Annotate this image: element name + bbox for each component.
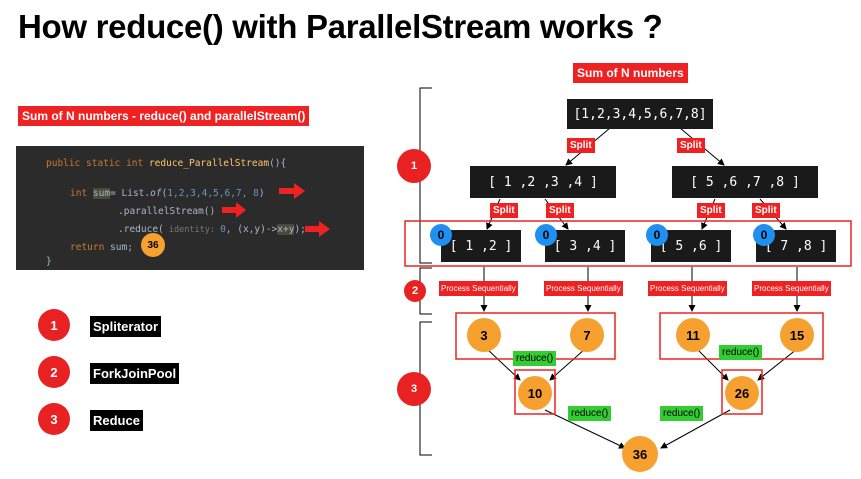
code-line-1: public static int reduce_ParallelStream(… [46, 158, 286, 169]
left-subarray-box: [ 1 ,2 ,3 ,4 ] [470, 166, 616, 198]
phase-marker-2: 2 [404, 280, 426, 302]
reduce-label: reduce() [660, 406, 704, 421]
legend-label-spliterator: Spliterator [90, 316, 162, 337]
reduce-arrow [660, 409, 731, 449]
code-arrow-icon [222, 202, 246, 218]
code-numbers: 0 [220, 224, 226, 235]
reduce-label: reduce() [568, 406, 612, 421]
split-label: Split [567, 138, 595, 153]
split-label: Split [697, 203, 725, 218]
partial-sum-node: 15 [780, 318, 814, 352]
reduce-arrow [549, 348, 586, 381]
combined-sum-node: 26 [725, 376, 759, 410]
code-arrow-icon [305, 221, 330, 237]
process-sequentially-label: Process Sequentially [648, 281, 727, 296]
leaf-array-box: [ 5 ,6 ] [651, 230, 731, 262]
code-keyword: public static int [46, 158, 149, 169]
code-editor-snippet: public static int reduce_ParallelStream(… [16, 146, 364, 270]
code-method-name: reduce_ParallelStream [148, 158, 270, 169]
partial-sum-node: 11 [676, 318, 710, 352]
phase-marker-3: 3 [397, 372, 431, 406]
partial-sum-node: 7 [570, 318, 604, 352]
code-line-2: int sum= List.of(1,2,3,4,5,6,7, 8) [70, 188, 265, 199]
partial-sum-node: 3 [467, 318, 501, 352]
reduce-arrow [696, 348, 729, 381]
code-text: (){ [269, 158, 287, 169]
root-array-box: [1,2,3,4,5,6,7,8] [567, 99, 713, 129]
code-text: of [150, 188, 162, 199]
identity-badge: 0 [753, 224, 775, 246]
code-text: = List. [110, 188, 151, 199]
code-param-hint: identity: [163, 225, 221, 235]
diagram-heading: Sum of N numbers [573, 63, 688, 83]
code-text: sum; [110, 242, 133, 253]
code-line-4: .reduce( identity: 0, (x,y)->x+y); [118, 224, 306, 235]
code-expression: x+y [277, 224, 295, 235]
leaf-array-box: [ 3 ,4 ] [545, 230, 625, 262]
legend-number-2: 2 [38, 356, 70, 388]
leaves-highlight-box [404, 220, 852, 267]
result-badge: 36 [141, 233, 165, 257]
identity-badge: 0 [646, 224, 668, 246]
phase-marker-1: 1 [397, 149, 431, 183]
legend-label-forkjoinpool: ForkJoinPool [90, 363, 180, 384]
code-arrow-icon [279, 183, 305, 199]
code-line-3: .parallelStream() [118, 206, 216, 217]
reduce-label: reduce() [719, 345, 763, 360]
legend-label-reduce: Reduce [90, 410, 143, 431]
code-line-6: } [46, 256, 52, 267]
code-panel-heading: Sum of N numbers - reduce() and parallel… [18, 106, 310, 126]
reduce-arrow [757, 348, 798, 381]
left-sum-box [514, 369, 556, 415]
process-sequentially-label: Process Sequentially [439, 281, 518, 296]
page-title: How reduce() with ParallelStream works ? [18, 8, 663, 45]
split-label: Split [490, 203, 518, 218]
reduce-arrow [544, 409, 626, 449]
code-keyword: int [70, 188, 93, 199]
code-keyword: return [70, 242, 111, 253]
process-sequentially-label: Process Sequentially [544, 281, 623, 296]
identity-badge: 0 [535, 224, 557, 246]
right-subarray-box: [ 5 ,6 ,7 ,8 ] [672, 166, 818, 198]
identity-badge: 0 [430, 224, 452, 246]
code-line-5: return sum; [70, 242, 133, 253]
split-label: Split [752, 203, 780, 218]
code-text: ); [294, 224, 306, 235]
code-text: ( [161, 188, 168, 199]
legend-number-3: 3 [38, 403, 70, 435]
code-numbers: 1,2,3,4,5,6,7, 8 [167, 188, 259, 199]
final-result-node: 36 [622, 436, 658, 472]
code-text: .reduce( [118, 224, 164, 235]
reduce-label: reduce() [513, 351, 557, 366]
code-text: ) [258, 188, 265, 199]
combined-sum-node: 10 [518, 376, 552, 410]
split-label: Split [677, 138, 705, 153]
process-sequentially-label: Process Sequentially [752, 281, 831, 296]
right-sum-box [721, 369, 763, 415]
split-label: Split [546, 203, 574, 218]
code-variable: sum [92, 188, 111, 199]
leaf-array-box: [ 1 ,2 ] [441, 230, 521, 262]
legend-number-1: 1 [38, 309, 70, 341]
code-text: , (x,y)-> [225, 224, 278, 235]
